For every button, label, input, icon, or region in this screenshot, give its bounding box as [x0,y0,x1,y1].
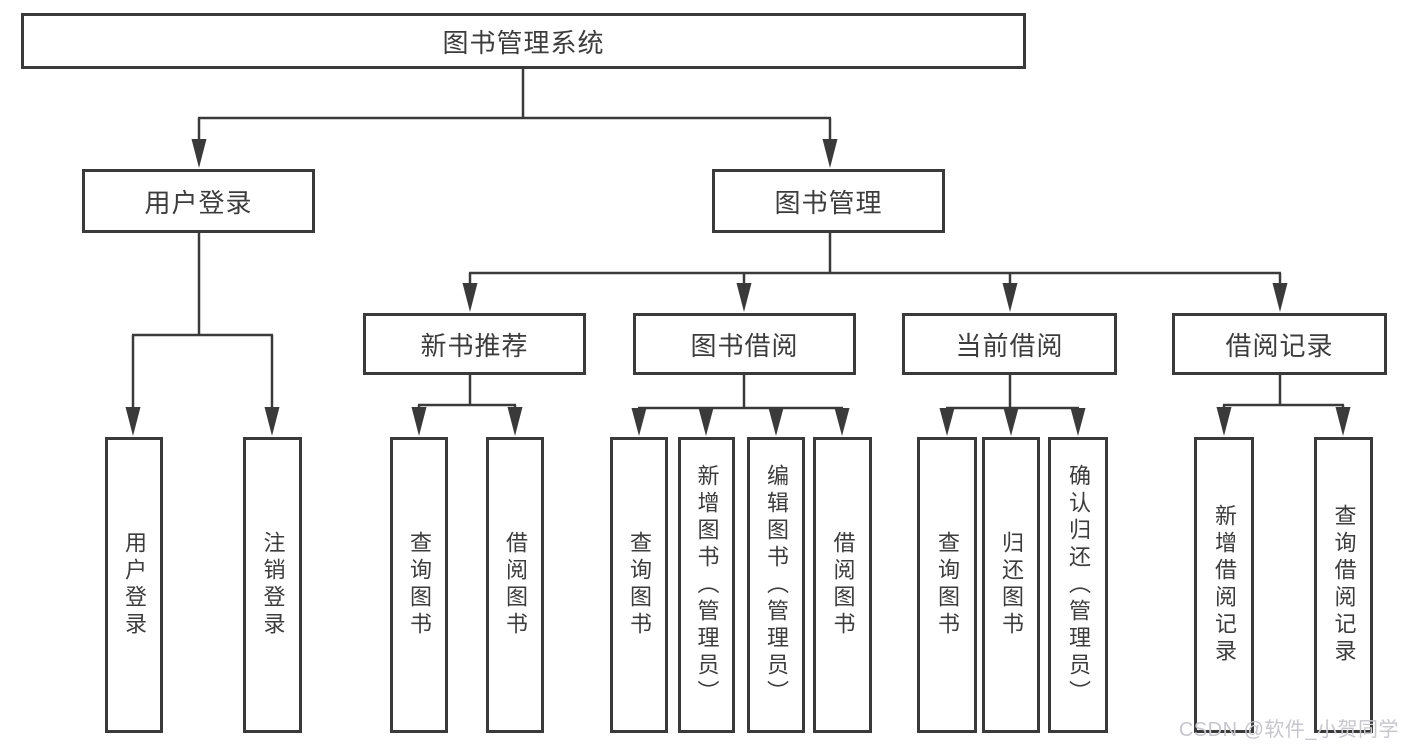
node-current-borrow: 当前借阅 [902,313,1117,375]
leaf-query-borrow-record: 查询借阅记录 [1314,437,1373,733]
leaf-edit-book-admin: 编辑图书（管理员） [747,437,805,733]
node-book-management: 图书管理 [712,169,945,233]
leaf-add-borrow-record: 新增借阅记录 [1194,437,1254,733]
node-book-borrow: 图书借阅 [633,313,856,375]
leaf-user-login: 用户登录 [105,437,163,733]
node-borrow-records: 借阅记录 [1172,313,1387,375]
leaf-borrow-books-2: 借阅图书 [813,437,872,733]
leaf-add-book-admin: 新增图书（管理员） [678,437,735,733]
csdn-watermark: CSDN @软件_小贺同学 [1178,719,1399,741]
leaf-query-books-1: 查询图书 [390,437,448,733]
leaf-query-books-2: 查询图书 [610,437,668,733]
node-root: 图书管理系统 [21,13,1026,69]
leaf-logout: 注销登录 [243,437,302,733]
leaf-borrow-books-1: 借阅图书 [486,437,544,733]
leaf-confirm-return-admin: 确认归还（管理员） [1048,437,1108,733]
leaf-query-books-3: 查询图书 [917,437,977,733]
node-new-book-recommend: 新书推荐 [363,313,586,375]
leaf-return-book: 归还图书 [982,437,1040,733]
node-user-login: 用户登录 [82,169,315,233]
